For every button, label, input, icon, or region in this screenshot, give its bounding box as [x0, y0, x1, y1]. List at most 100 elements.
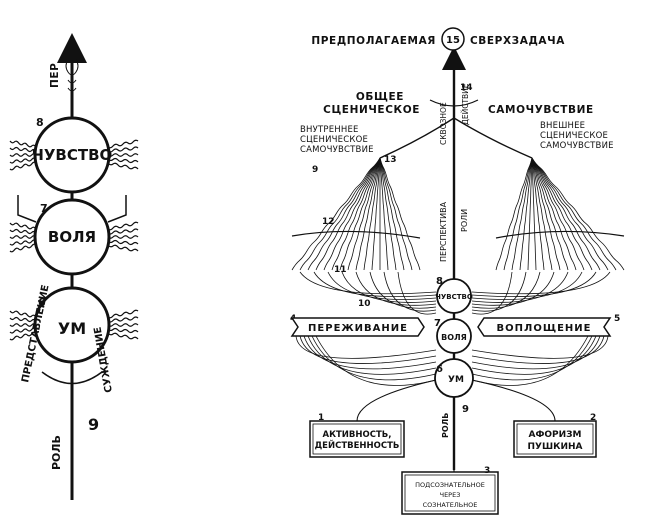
box-pushkin — [513, 420, 597, 458]
through-action-line1: СКВОЗНОЕ — [439, 102, 448, 145]
left-thread — [9, 222, 37, 230]
role-shaft-label: РОЛЬ — [441, 413, 450, 438]
inner-state-line2: СЦЕНИЧЕСКОЕ — [300, 135, 368, 145]
loop-right — [471, 335, 597, 375]
node-feeling-number: 8 — [436, 276, 443, 287]
left-nerve-threads — [9, 139, 139, 385]
banner-embodiment — [477, 317, 612, 337]
fan-thread-left — [379, 157, 397, 271]
fan-thread-right — [531, 157, 561, 271]
left-thread — [9, 243, 37, 253]
box-pushkin-number: 2 — [590, 413, 596, 423]
left-thread — [9, 239, 37, 246]
left-top-label: ПЕР — [49, 63, 61, 88]
left-thread — [9, 323, 37, 327]
fan-thread-right — [531, 157, 577, 271]
super-task-right: СВЕРХЗАДАЧА — [470, 35, 565, 47]
flow-left — [397, 271, 437, 315]
outer-state-line1: ВНЕШНЕЕ — [540, 121, 585, 131]
left-node-will — [33, 198, 111, 276]
through-action-number: 14 — [460, 83, 473, 93]
general-state-line2-right: САМОЧУВСТВИЕ — [488, 104, 594, 116]
left-number-11: 11 — [334, 265, 347, 275]
link-box2 — [471, 379, 556, 422]
flow-right — [471, 271, 569, 303]
outer-state-line2: СЦЕНИЧЕСКОЕ — [540, 131, 608, 141]
loop-right — [471, 335, 593, 381]
loop-left — [295, 335, 437, 359]
flow-left — [355, 271, 437, 306]
box-pushkin-line2: ПУШКИНА — [528, 442, 583, 452]
left-thread — [107, 327, 139, 334]
fan-thread-left — [379, 157, 413, 271]
fan-thread-right — [531, 157, 553, 271]
fan-thread-left — [331, 157, 381, 271]
left-node-mind-label: УМ — [58, 319, 86, 338]
loop-left — [299, 335, 437, 364]
fan-thread-left — [379, 157, 405, 271]
left-thread — [9, 153, 37, 157]
fan-thread-right — [531, 157, 625, 271]
node-will-number: 7 — [434, 318, 441, 329]
node-will — [436, 318, 472, 354]
loop-right — [471, 335, 605, 364]
left-node-will-number: 7 — [40, 202, 48, 215]
left-thread — [107, 244, 139, 252]
flow-right — [471, 271, 611, 295]
box-subconscious-inner — [404, 474, 496, 512]
fan-thread-right — [519, 157, 533, 271]
fan-thread-left — [371, 157, 381, 271]
fan-thread-right — [531, 157, 593, 271]
super-task-number: 15 — [446, 35, 460, 46]
fan-thread-right — [531, 157, 601, 271]
left-thread — [9, 140, 37, 148]
left-thread — [107, 323, 139, 327]
node-mind — [434, 358, 474, 398]
right-number-5: 5 — [614, 314, 620, 324]
node-mind-number: 6 — [436, 364, 443, 375]
left-thread — [9, 228, 37, 235]
inner-state-line3: САМОЧУВСТВИЕ — [300, 145, 374, 155]
loop-right — [471, 335, 609, 359]
banner-experiencing — [290, 317, 425, 337]
flow-right — [471, 271, 555, 306]
flow-right — [471, 271, 513, 315]
fan-thread-right — [503, 157, 533, 271]
left-number-9: 9 — [312, 165, 318, 175]
role-shaft-number: 9 — [462, 404, 469, 415]
left-bracket — [17, 195, 127, 223]
box-activity — [309, 420, 405, 458]
box-subconscious-line2: ЧЕРЕЗ — [440, 491, 461, 499]
general-state-line2-left: СЦЕНИЧЕСКОЕ — [323, 104, 420, 116]
fan-thread-right — [495, 157, 533, 271]
fan-rim-right — [495, 230, 625, 239]
left-thread — [9, 331, 37, 341]
box-activity-line2: ДЕЙСТВЕННОСТЬ — [315, 439, 400, 451]
box-subconscious — [401, 471, 499, 515]
inner-state-line1: ВНУТРЕННЕЕ — [300, 125, 359, 135]
left-thread — [9, 310, 37, 318]
flow-left — [341, 271, 437, 303]
left-thread — [107, 316, 139, 323]
left-detail-panel: ПЕР 8 ЧУВСТВО 7 ВОЛЯ 6 УМ ПРЕДСТАВЛЕНИЕ … — [9, 33, 139, 500]
left-thread — [107, 153, 139, 157]
fan-thread-right — [531, 157, 617, 271]
banner-embodiment-label: ВОПЛОЩЕНИЕ — [497, 323, 592, 334]
box-activity-line1: АКТИВНОСТЬ, — [322, 430, 391, 440]
fan-thread-left — [347, 157, 381, 271]
fan-thread-right — [511, 157, 533, 271]
outer-state-line3: САМОЧУВСТВИЕ — [540, 141, 614, 151]
loop-right — [471, 335, 589, 386]
flow-left — [313, 271, 437, 297]
left-thread — [9, 316, 37, 323]
flow-left — [369, 271, 437, 309]
left-shaft-label: РОЛЬ — [50, 435, 63, 470]
fan-thread-right — [531, 157, 609, 271]
node-will-label: ВОЛЯ — [441, 333, 467, 342]
left-thread — [107, 139, 139, 149]
left-node-feeling-label: ЧУВСТВО — [32, 146, 113, 164]
fan-thread-right — [531, 157, 545, 271]
fan-thread-right — [531, 157, 585, 271]
node-feeling-label: ЧУВСТВО — [435, 293, 473, 301]
